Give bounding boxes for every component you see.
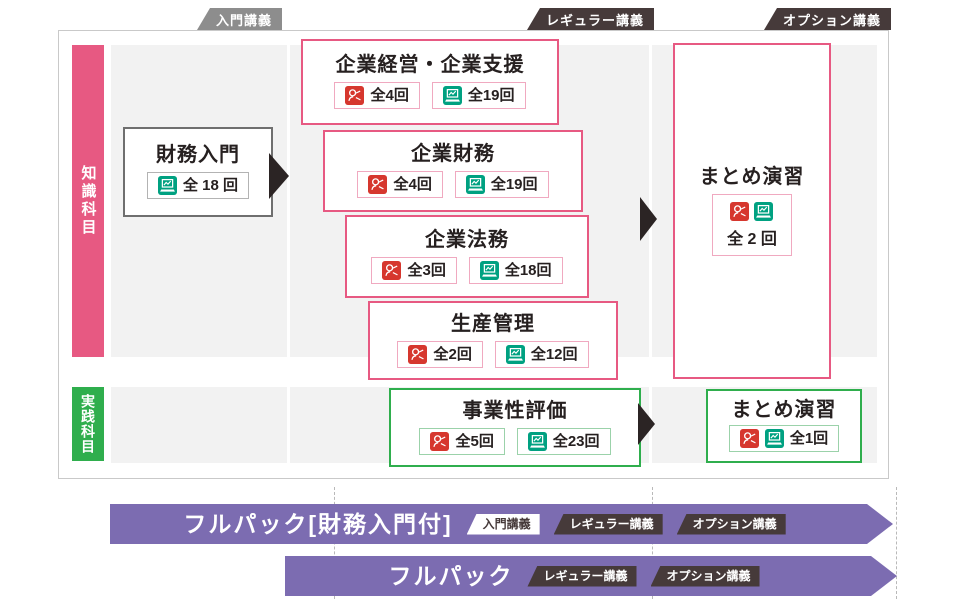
count-chip: 全2回: [397, 340, 483, 368]
web-lecture-icon: [443, 86, 462, 105]
count-chip: 全 18 回: [146, 172, 250, 199]
pack-name: フルパック[財務入門付]: [183, 510, 453, 537]
column-separator: [649, 45, 652, 463]
count-chip: 全4回: [357, 171, 443, 198]
count-chip: 全23回: [516, 427, 611, 455]
count-label: 全19回: [467, 87, 515, 104]
web-lecture-icon: [506, 345, 525, 364]
course-matome-knowledge: まとめ演習 全 2 回: [673, 43, 831, 379]
pack-tag-intro: 入門講義: [467, 514, 540, 535]
classroom-lecture-icon: [368, 175, 387, 194]
course-title: 事業性評価: [462, 399, 568, 422]
count-label: 全1回: [789, 430, 829, 447]
dashed-guide-line: [896, 487, 897, 599]
count-chip: 全19回: [454, 171, 549, 198]
course-title: 企業財務: [411, 143, 495, 165]
count-label: 全5回: [455, 432, 494, 450]
count-label: 全 18 回: [182, 177, 239, 194]
count-label: 全12回: [530, 345, 578, 363]
web-lecture-icon: [765, 429, 784, 448]
course-keiei-shien: 企業経営・企業支援 全4回 全19回: [301, 39, 559, 125]
course-title: 財務入門: [156, 144, 240, 166]
classroom-lecture-icon: [430, 432, 449, 451]
pack-tag-regular: レギュラー講義: [527, 566, 636, 587]
flow-arrow-icon: [269, 153, 289, 199]
web-lecture-icon: [528, 432, 547, 451]
count-label: 全2回: [433, 345, 472, 363]
row-label-practice: 実践科目: [72, 387, 104, 461]
web-lecture-icon: [466, 175, 485, 194]
course-kigyo-zaimu: 企業財務 全4回 全19回: [323, 130, 583, 212]
classroom-lecture-icon: [382, 261, 401, 280]
count-label: 全3回: [407, 261, 446, 279]
phase-tag-option: オプション講義: [764, 8, 892, 30]
course-title: 企業法務: [425, 228, 509, 251]
classroom-lecture-icon: [740, 429, 759, 448]
course-title: 企業経営・企業支援: [335, 54, 525, 76]
course-matome-practice: まとめ演習 全1回: [706, 389, 862, 463]
pack-tag-regular: レギュラー講義: [554, 514, 663, 535]
count-label: 全18回: [504, 261, 552, 279]
pack-full-with-intro: フルパック[財務入門付] 入門講義 レギュラー講義 オプション講義: [110, 504, 893, 544]
flow-arrow-icon: [638, 403, 655, 445]
flow-arrow-icon: [640, 197, 657, 241]
course-seisan-kanri: 生産管理 全2回 全12回: [368, 301, 618, 380]
course-kigyo-houmu: 企業法務 全3回 全18回: [345, 215, 589, 298]
count-chip: 全4回: [334, 82, 420, 109]
web-lecture-icon: [480, 261, 499, 280]
pack-full: フルパック レギュラー講義 オプション講義: [285, 556, 897, 596]
row-label-knowledge: 知識科目: [72, 45, 104, 357]
pack-tag-option: オプション講義: [677, 514, 786, 535]
classroom-lecture-icon: [730, 202, 749, 221]
course-title: 生産管理: [451, 312, 535, 335]
count-chip: 全18回: [468, 256, 563, 284]
course-title: まとめ演習: [731, 399, 837, 421]
count-label: 全 2 回: [727, 230, 777, 248]
count-chip: 全1回: [728, 425, 840, 452]
phase-tag-regular: レギュラー講義: [527, 8, 655, 30]
pack-tag-option: オプション講義: [651, 566, 760, 587]
count-chip: 全5回: [419, 427, 505, 455]
curriculum-board: 知識科目 実践科目 財務入門 全 18 回 企業経営・企業支援 全4回: [58, 30, 889, 479]
count-label: 全19回: [490, 176, 538, 193]
count-label: 全4回: [370, 87, 409, 104]
web-lecture-icon: [754, 202, 773, 221]
column-separator: [287, 45, 290, 463]
count-chip: 全12回: [494, 340, 589, 368]
phase-tag-intro: 入門講義: [197, 8, 283, 30]
course-title: まとめ演習: [699, 165, 805, 188]
course-jigyosei-hyoka: 事業性評価 全5回 全23回: [389, 388, 641, 467]
count-label: 全23回: [552, 432, 600, 450]
classroom-lecture-icon: [408, 345, 427, 364]
count-chip: 全 2 回: [712, 193, 792, 256]
web-lecture-icon: [158, 176, 177, 195]
classroom-lecture-icon: [345, 86, 364, 105]
count-label: 全4回: [393, 176, 432, 193]
count-chip: 全19回: [431, 82, 526, 109]
pack-name: フルパック: [388, 562, 514, 589]
count-chip: 全3回: [371, 256, 457, 284]
course-zaimu-nyumon: 財務入門 全 18 回: [123, 127, 273, 217]
